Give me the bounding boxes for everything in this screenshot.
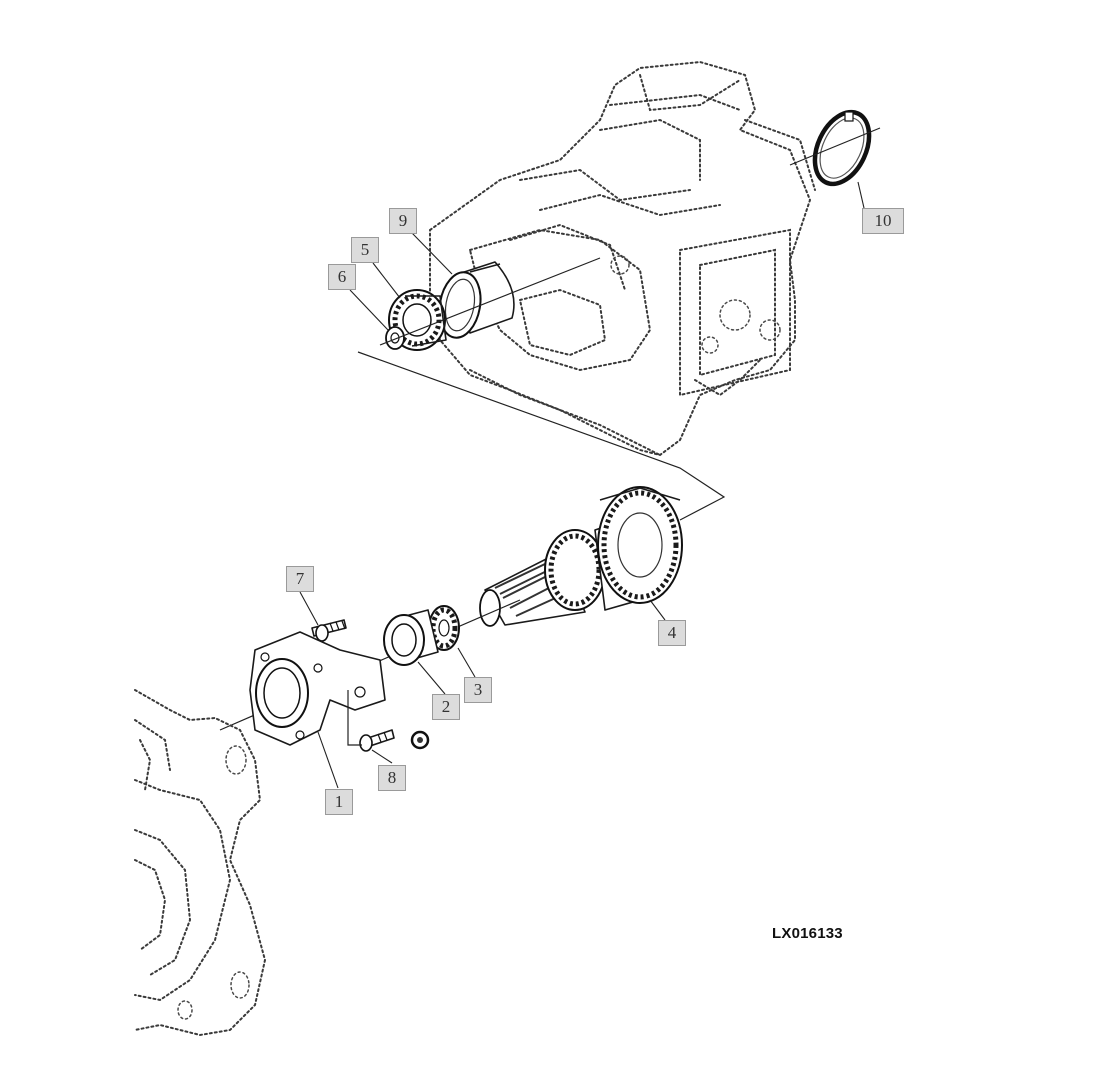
callout-4: 4 [658, 620, 686, 646]
gear-shaft-4 [479, 486, 683, 627]
leader-lines [299, 181, 865, 789]
callout-3: 3 [464, 677, 492, 703]
bearing-cone-6 [385, 326, 405, 350]
callout-8: 8 [378, 765, 406, 791]
callout-1: 1 [325, 789, 353, 815]
gear-5 [388, 289, 447, 351]
callout-6: 6 [328, 264, 356, 290]
stud-7 [311, 619, 347, 642]
snap-ring-10 [812, 109, 872, 187]
callout-5: 5 [351, 237, 379, 263]
figure-code-label: LX016133 [772, 925, 843, 942]
callout-2: 2 [432, 694, 460, 720]
lower-housing [134, 689, 267, 1037]
bearing-2 [383, 609, 439, 666]
callout-7: 7 [286, 566, 314, 592]
nut [410, 730, 430, 750]
bearing-cup-9 [438, 261, 515, 339]
callout-10: 10 [862, 208, 904, 234]
gear-3 [428, 605, 460, 651]
bolt-8 [359, 729, 395, 752]
transmission-housing [429, 60, 816, 457]
callout-9: 9 [389, 208, 417, 234]
adapter-housing-1 [249, 631, 386, 746]
